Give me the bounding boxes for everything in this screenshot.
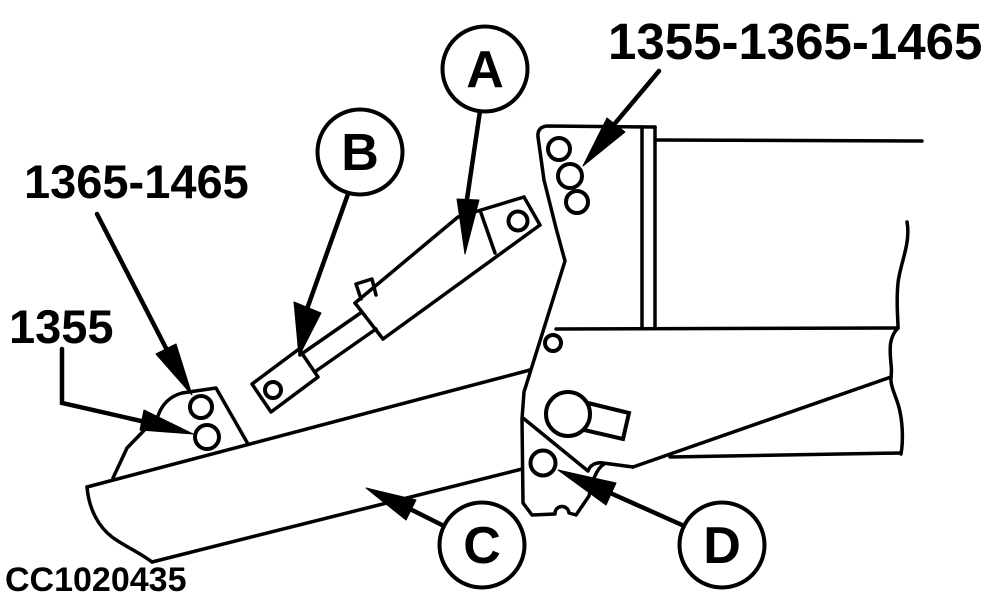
pivot-hole-d	[528, 448, 558, 478]
callout-letter-a: A	[466, 41, 504, 99]
pivot-bracket-hole-3	[564, 189, 590, 215]
box-bottom-edge	[554, 326, 900, 331]
callout-circle-a	[440, 24, 530, 114]
beam-top-edge	[85, 368, 532, 489]
label-mid-left-arrowhead	[155, 343, 193, 396]
cylinder-rod-lower	[314, 327, 378, 373]
left-mounting-bracket	[111, 386, 250, 480]
callout-d-arrowhead	[557, 469, 617, 506]
cylinder-top-edge	[353, 195, 526, 305]
label-top-right-line	[609, 68, 662, 130]
label-mid-left: 1365-1465	[24, 155, 249, 208]
callout-bubbles: A B C D	[315, 24, 767, 590]
figure-code: CC1020435	[5, 561, 186, 597]
label-top-right-arrowhead	[582, 117, 626, 167]
callout-b-arrowhead	[293, 301, 322, 357]
callout-letter-c: C	[463, 517, 501, 575]
beam-right-bottom-edge	[668, 451, 902, 459]
rod-clevis-hole	[263, 380, 283, 400]
callout-circle-d	[677, 500, 767, 590]
hydraulic-cylinder	[250, 195, 542, 414]
beam-left-break-edge	[85, 485, 154, 564]
bracket-hole-lower	[193, 423, 221, 451]
callout-a-arrowhead	[456, 198, 480, 255]
pivot-plate-slot-edge	[521, 416, 635, 473]
pivot-plate-small-hole	[543, 333, 563, 353]
label-mid-left-line	[94, 211, 171, 355]
cylinder-end-cap	[353, 301, 385, 341]
frame-beam	[85, 368, 532, 564]
callout-a-line	[463, 108, 483, 209]
pin-head	[544, 390, 592, 438]
part-number-labels: 1355-1365-1465 1365-1465 1355 CC1020435	[5, 13, 982, 597]
label-lower-left-line	[59, 346, 153, 426]
cylinder-clevis-end	[522, 195, 542, 227]
callout-b-line	[304, 191, 351, 312]
left-bracket-outline	[111, 386, 250, 480]
bracket-hole-upper	[188, 394, 214, 420]
beam-right-top-edge	[631, 375, 893, 469]
pivot-bracket-hole-2	[556, 162, 584, 190]
box-right-break-lower	[889, 375, 905, 456]
label-lower-left: 1355	[9, 300, 114, 353]
box-right-break-upper	[895, 220, 910, 330]
beam-bottom-edge	[150, 467, 524, 564]
callout-letter-d: D	[703, 517, 741, 575]
pivot-bracket-hole-1	[546, 136, 572, 162]
callout-letter-b: B	[341, 124, 379, 182]
cylinder-rod-upper	[298, 310, 364, 357]
box-top-edge	[653, 138, 924, 143]
label-lower-left-arrowhead	[139, 409, 194, 435]
cylinder-bottom-edge	[381, 223, 542, 341]
callout-c-arrowhead	[365, 487, 417, 521]
cylinder-rod-clevis	[250, 347, 320, 414]
callout-d-line	[605, 489, 685, 528]
cylinder-port	[354, 277, 378, 301]
callout-c-line	[405, 505, 447, 529]
cylinder-clevis-divider	[479, 211, 497, 255]
callout-circle-c	[437, 500, 527, 590]
barrel-clevis-hole	[506, 209, 530, 233]
label-top-right: 1355-1365-1465	[608, 13, 982, 70]
label-arrows	[59, 68, 685, 529]
callout-circle-b	[315, 107, 405, 197]
